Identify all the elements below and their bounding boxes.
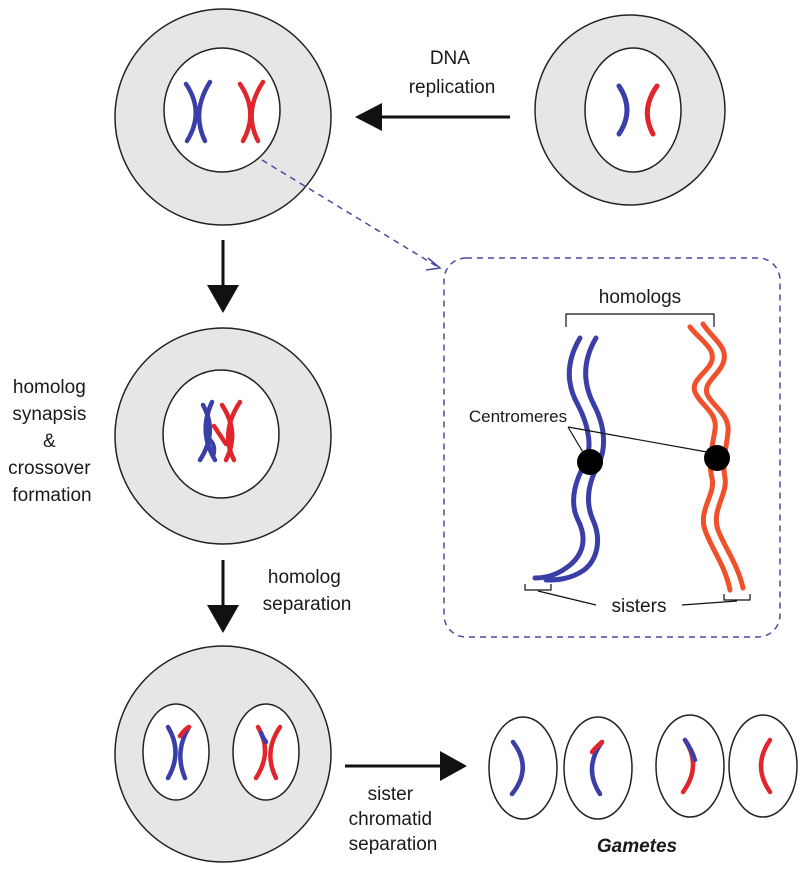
gamete-3: [655, 714, 725, 818]
daughter-chromosomes-right: [253, 724, 283, 781]
label-sister-separation: sister chromatid separation: [349, 784, 438, 855]
zoom-connector: [261, 159, 439, 268]
label-homologs: homologs: [599, 287, 681, 308]
label-dna-replication: DNA replication: [409, 48, 496, 98]
label-synapsis: homolog synapsis & crossover formation: [8, 377, 96, 506]
zoom-connector-head: [425, 257, 442, 271]
zoom-detail-box: homologs Centromeres sisters: [443, 257, 781, 638]
centromere-blue: [577, 449, 603, 475]
arrow-down-synapsis: [207, 240, 239, 313]
gamete-4: [728, 714, 798, 818]
sisters-bracket-left: [524, 584, 552, 591]
centromere-orange: [704, 445, 730, 471]
arrow-sister-separation: [345, 751, 467, 781]
chromosome-blue: [616, 83, 630, 137]
cell-before-replication: [534, 14, 726, 206]
label-homolog-separation: homolog separation: [263, 567, 352, 615]
chromosome-red: [644, 83, 660, 137]
paired-chromosomes: [197, 399, 243, 463]
sisters-bracket-right: [723, 594, 751, 601]
cell-synapsis: [114, 327, 332, 545]
arrow-down-homolog-separation: [207, 560, 239, 633]
gamete-1: [488, 716, 558, 820]
arrow-dna-replication: [355, 103, 510, 131]
label-gametes: Gametes: [597, 836, 677, 857]
homolog-blue: [532, 335, 607, 583]
cell-divided: [114, 645, 332, 863]
gamete-2: [563, 716, 633, 820]
daughter-chromosomes-left: [165, 724, 192, 781]
label-centromeres: Centromeres: [469, 407, 567, 426]
replicated-chromosome-blue: [183, 79, 213, 144]
homolog-orange: [687, 321, 746, 593]
homologs-bracket: [565, 313, 715, 327]
label-sisters: sisters: [612, 596, 667, 617]
cell-replicated: [114, 8, 332, 226]
replicated-chromosome-red: [237, 79, 266, 144]
